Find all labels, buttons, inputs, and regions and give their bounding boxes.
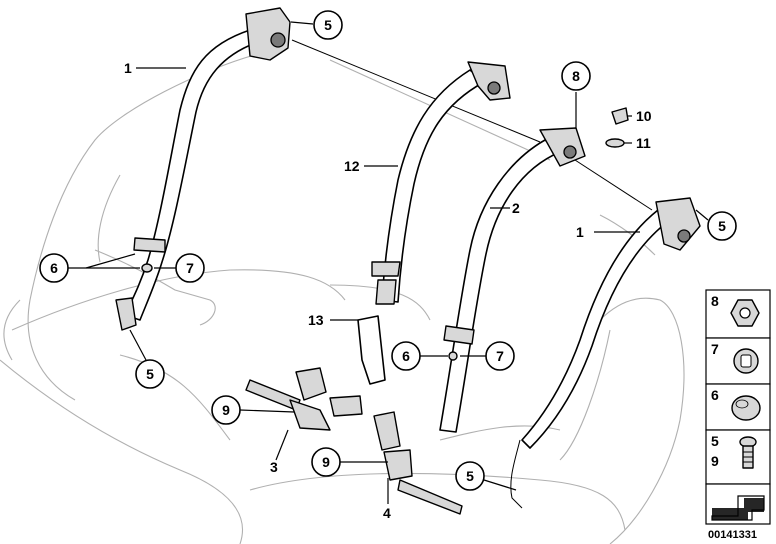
callout-5-right: 5 [707, 211, 737, 241]
leader-lines [64, 21, 709, 504]
right-center-belt-guide [443, 325, 475, 345]
callout-5-top: 5 [313, 10, 343, 40]
callout-9-mid: 9 [311, 447, 341, 477]
callout-9-left: 9 [211, 395, 241, 425]
svg-text:5: 5 [324, 17, 332, 33]
callout-13: 13 [308, 312, 324, 328]
callout-6-left: 6 [39, 253, 69, 283]
svg-text:7: 7 [496, 348, 504, 364]
callout-5-bottom-mid: 5 [455, 461, 485, 491]
hex-nut-icon [730, 299, 760, 327]
clip-icon [733, 348, 759, 374]
callout-2: 2 [512, 200, 520, 216]
svg-text:6: 6 [711, 387, 719, 403]
center-belt-guide [371, 261, 401, 277]
callout-7-left: 7 [175, 253, 205, 283]
svg-text:6: 6 [402, 348, 410, 364]
center-tongue [375, 279, 397, 305]
svg-text:7: 7 [186, 260, 194, 276]
svg-text:5: 5 [718, 218, 726, 234]
left-retractor [245, 7, 291, 61]
svg-text:9: 9 [222, 402, 230, 418]
left-buckle-assembly [245, 367, 363, 431]
right-retractor [655, 197, 701, 251]
svg-text:9: 9 [322, 454, 330, 470]
right-belt [510, 197, 701, 509]
callout-11: 11 [636, 135, 651, 151]
washer-11 [605, 138, 625, 148]
arrow-icon [711, 495, 765, 521]
callout-1-left: 1 [124, 60, 132, 76]
svg-text:9: 9 [711, 453, 719, 469]
cover-cap-10 [611, 107, 629, 125]
buckle-b [329, 395, 363, 417]
left-belt [115, 7, 291, 331]
left-anchor-plate [115, 297, 137, 331]
catalog-number: 00141331 [708, 529, 757, 541]
svg-text:5: 5 [466, 468, 474, 484]
bolt-icon [739, 436, 757, 469]
right-buckle-assembly [373, 411, 463, 515]
callout-10: 10 [636, 108, 652, 124]
callout-1-right: 1 [576, 224, 584, 240]
left-belt-guide [133, 237, 166, 253]
callout-6-mid: 6 [391, 341, 421, 371]
callout-5-bottom-left: 5 [135, 359, 165, 389]
callout-3: 3 [270, 459, 278, 475]
callout-7-mid: 7 [485, 341, 515, 371]
outline-lines [291, 39, 653, 211]
svg-text:5: 5 [711, 433, 719, 449]
center-belt [357, 61, 511, 385]
center-lap-belt [357, 315, 386, 385]
right-center-belt [439, 127, 586, 433]
svg-text:6: 6 [50, 260, 58, 276]
svg-text:7: 7 [711, 341, 719, 357]
buckle-c [373, 411, 401, 451]
svg-text:8: 8 [711, 293, 719, 309]
svg-text:5: 5 [146, 366, 154, 382]
buckle-a [295, 367, 327, 401]
svg-text:8: 8 [572, 68, 580, 84]
seat-outline [0, 53, 685, 544]
callout-12: 12 [344, 158, 360, 174]
callout-4: 4 [383, 505, 391, 521]
parts-panel: 8 7 6 5 9 [705, 289, 771, 525]
parts-row-5-9 [705, 429, 771, 485]
callout-8: 8 [561, 61, 591, 91]
cap-icon [731, 395, 761, 421]
